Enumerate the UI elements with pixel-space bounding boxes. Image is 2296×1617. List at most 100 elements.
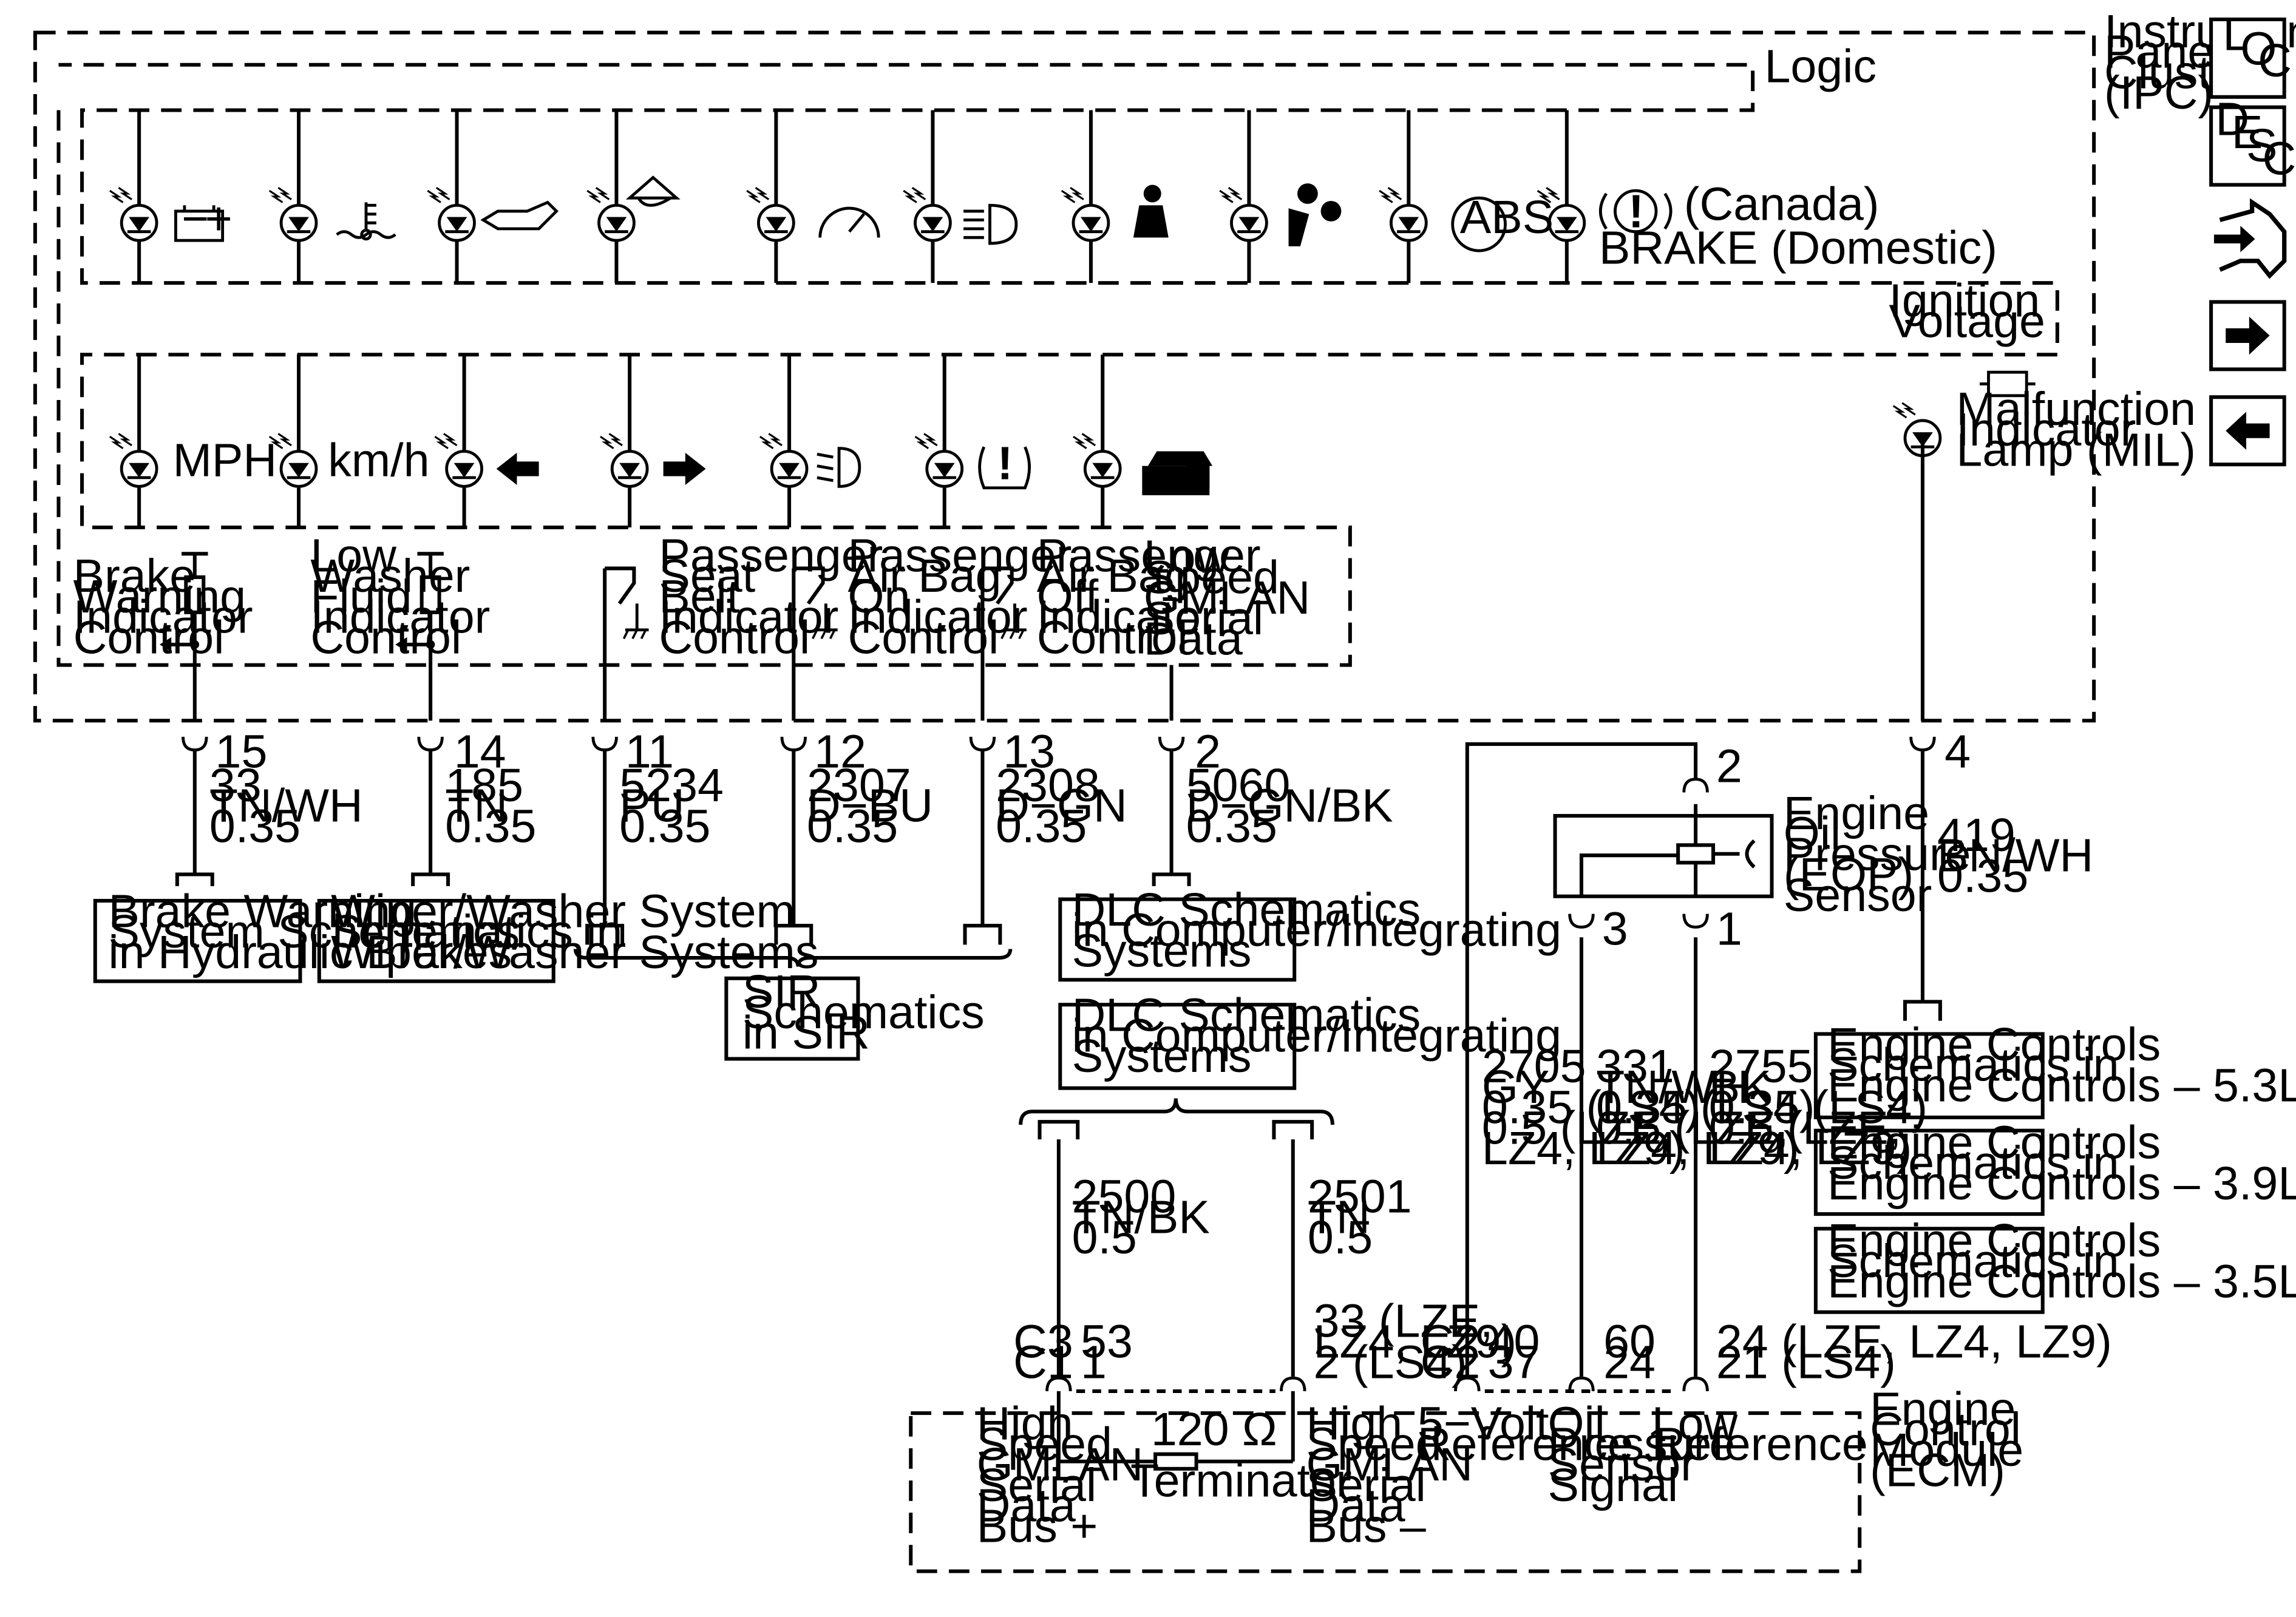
- svg-text:2308: 2308: [996, 759, 1100, 812]
- svg-text:Engine: Engine: [1784, 787, 1929, 839]
- svg-text:Wiper/Washer Systems: Wiper/Washer Systems: [331, 926, 818, 978]
- svg-text:SIR: SIR: [742, 966, 821, 1018]
- dlc-ref-box-2: [1058, 1003, 1297, 1090]
- svg-text:(EOP): (EOP): [1784, 849, 1914, 901]
- svg-text:D−GN: D−GN: [996, 780, 1127, 832]
- mph-lamp: [110, 434, 157, 487]
- logic-boundary: [56, 63, 2059, 667]
- svg-text:High: High: [1306, 1398, 1402, 1450]
- svg-text:53: 53: [1081, 1315, 1133, 1368]
- svg-text:Reference 1: Reference 1: [1418, 1418, 1673, 1470]
- svg-text:LZ4, LZ9): LZ4, LZ9): [1314, 1315, 1517, 1368]
- svg-text:0.35 (LS4): 0.35 (LS4): [1709, 1082, 1927, 1134]
- svg-text:0.5 (LZE,: 0.5 (LZE,: [1596, 1102, 1788, 1154]
- nav-loc-button[interactable]: LOC: [2209, 8, 2292, 99]
- svg-text:Indicator: Indicator: [659, 591, 838, 643]
- turn-right-lamp: [600, 434, 647, 487]
- high-beam-icon: [963, 203, 1018, 245]
- svg-text:D: D: [2215, 93, 2249, 145]
- svg-text:Engine Controls – 5.3L: Engine Controls – 5.3L: [1827, 1059, 2296, 1111]
- svg-text:Lamp (MIL): Lamp (MIL): [1956, 424, 2196, 476]
- svg-text:D−GN/BK: D−GN/BK: [1186, 780, 1393, 832]
- svg-text:TN: TN: [445, 780, 508, 832]
- arrow-right-icon: [663, 452, 706, 485]
- svg-text:Systems: Systems: [1072, 1030, 1252, 1082]
- abs-circle: [1451, 196, 1507, 253]
- abs-lamp: [1379, 188, 1426, 240]
- svg-text:Module: Module: [1870, 1424, 2023, 1476]
- svg-text:60: 60: [1603, 1315, 1656, 1368]
- ipc-labels: Instrument Panel Cluster (IPC) Logic Ign…: [173, 5, 2296, 487]
- svg-text:12: 12: [814, 725, 866, 778]
- svg-text:2: 2: [1716, 741, 1742, 793]
- svg-text:BN/WH: BN/WH: [1937, 830, 2093, 882]
- svg-text:Wiper/Washer System: Wiper/Washer System: [331, 885, 795, 937]
- svg-text:Data: Data: [977, 1480, 1076, 1532]
- mil-lamp: [1894, 403, 1940, 456]
- tpms-exclamation: !: [997, 437, 1013, 489]
- svg-text:E: E: [2232, 106, 2263, 158]
- wiper-ref-box: [317, 898, 555, 983]
- svg-text:Engine Controls: Engine Controls: [1827, 1116, 2161, 1168]
- tpms-icon: [978, 446, 1031, 490]
- svg-text:Oil: Oil: [1784, 808, 1841, 860]
- svg-text:Pressure: Pressure: [1784, 828, 1971, 880]
- svg-text:Engine Controls – 3.9L: Engine Controls – 3.9L: [1827, 1158, 2296, 1210]
- svg-text:Low: Low: [1652, 1398, 1738, 1450]
- svg-text:0.5: 0.5: [1308, 1212, 1373, 1264]
- svg-text:C2: C2: [1421, 1336, 1481, 1388]
- back-arrow-button[interactable]: [2209, 395, 2286, 467]
- svg-text:S: S: [2246, 120, 2277, 172]
- svg-text:0.35: 0.35: [445, 800, 536, 852]
- oil-can-icon: [480, 200, 559, 231]
- svg-text:11: 11: [625, 725, 674, 778]
- svg-text:2705: 2705: [1482, 1040, 1586, 1093]
- svg-text:37: 37: [1488, 1336, 1540, 1388]
- svg-text:DLC Schematics: DLC Schematics: [1072, 989, 1421, 1042]
- svg-text:Belt: Belt: [659, 571, 739, 623]
- ipc-boundary: [33, 30, 2096, 723]
- svg-text:Off: Off: [1037, 571, 1099, 623]
- svg-text:Indicator: Indicator: [1956, 404, 2136, 456]
- svg-text:40: 40: [1488, 1315, 1540, 1368]
- svg-text:Seat: Seat: [659, 550, 755, 602]
- svg-text:419: 419: [1937, 809, 2016, 861]
- svg-text:Brake Warning: Brake Warning: [108, 885, 416, 937]
- svg-text:2: 2: [1195, 725, 1221, 778]
- svg-text:Engine Controls – 3.5L: Engine Controls – 3.5L: [1827, 1256, 2296, 1308]
- svg-text:in SIR: in SIR: [742, 1007, 870, 1059]
- svg-text:Speed: Speed: [977, 1418, 1112, 1470]
- svg-text:Serial: Serial: [977, 1459, 1096, 1511]
- brake-exclamation: !: [1628, 185, 1644, 237]
- forward-arrow-button[interactable]: [2209, 300, 2286, 371]
- svg-text:Control: Control: [1870, 1403, 2021, 1456]
- svg-text:PU: PU: [619, 780, 684, 832]
- svg-text:Low: Low: [310, 529, 396, 581]
- battery-plus: +: [205, 193, 233, 245]
- svg-text:185: 185: [445, 759, 523, 812]
- padlock-icon: [1186, 463, 1210, 490]
- svg-text:0.5: 0.5: [1072, 1212, 1137, 1264]
- dlc-ref-box-1: [1058, 897, 1297, 982]
- svg-text:0.35: 0.35: [996, 800, 1087, 852]
- svg-text:3: 3: [1602, 903, 1628, 955]
- svg-text:Passenger: Passenger: [659, 529, 883, 581]
- svg-text:120 Ω: 120 Ω: [1151, 1403, 1277, 1456]
- svg-text:GMLAN: GMLAN: [977, 1439, 1143, 1491]
- svg-text:Indicator: Indicator: [310, 591, 490, 643]
- svg-text:2 (LS4): 2 (LS4): [1314, 1336, 1467, 1388]
- seatbelt-icon: [1133, 185, 1169, 238]
- connector-wrench-icon[interactable]: [2213, 198, 2287, 279]
- svg-text:Washer: Washer: [310, 550, 470, 602]
- svg-text:33 (LZE,: 33 (LZE,: [1314, 1295, 1493, 1348]
- svg-text:2755: 2755: [1709, 1040, 1813, 1093]
- svg-text:Air Bag: Air Bag: [1037, 550, 1190, 602]
- svg-text:TN/BK: TN/BK: [1072, 1191, 1210, 1243]
- svg-text:C: C: [2263, 133, 2296, 185]
- svg-text:2500: 2500: [1072, 1171, 1177, 1223]
- svg-text:331: 331: [1596, 1040, 1674, 1093]
